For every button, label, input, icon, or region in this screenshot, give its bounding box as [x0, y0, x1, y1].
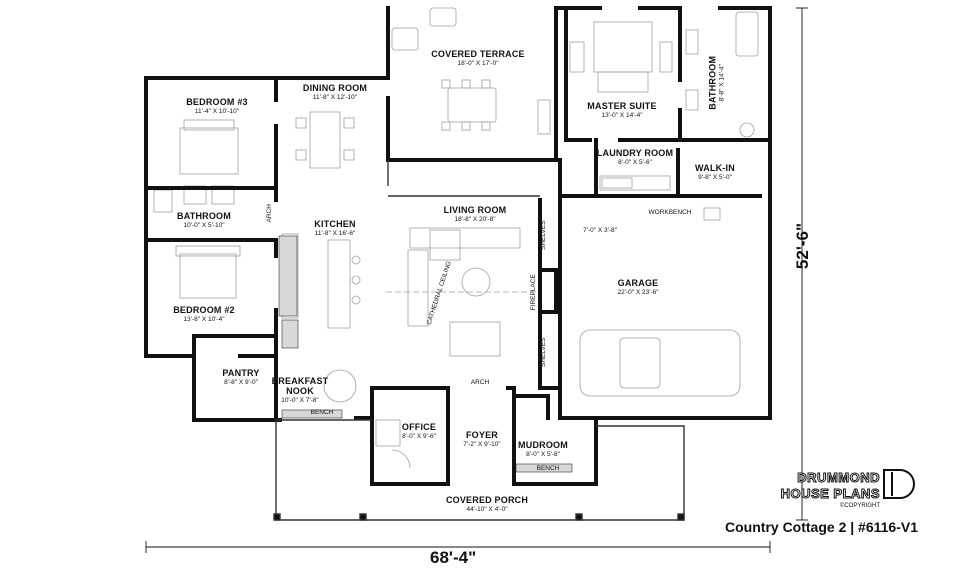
room-foyer: FOYER 7'-2" X 9'-10" — [452, 431, 512, 449]
room-dimension: 44'-10" X 4'-0" — [466, 506, 508, 513]
room-name: COVERED PORCH — [445, 495, 529, 505]
overall-width: 68'-4" — [430, 548, 477, 567]
room-walk-in: WALK-IN 9'-8" X 5'-0" — [682, 164, 748, 182]
closet-dimension: 7'-0" X 3'-8" — [583, 227, 617, 234]
dimension-lines — [145, 7, 808, 553]
room-dimension: 13'-8" X 10'-4" — [183, 316, 225, 323]
fireplace-label: FIREPLACE — [529, 274, 537, 311]
room-dimension: 8'-8" X 14'-4" — [718, 64, 726, 102]
room-bedroom-2: BEDROOM #2 13'-8" X 10'-4" — [164, 306, 244, 324]
room-dimension: 8'-0" X 5'-6" — [618, 159, 652, 166]
room-living: LIVING ROOM 18'-8" X 20'-8" — [430, 206, 520, 224]
room-pantry: PANTRY 8'-8" X 9'-0" — [206, 369, 276, 387]
room-name: LIVING ROOM — [443, 205, 507, 215]
room-name: KITCHEN — [314, 219, 356, 229]
room-dimension: 18'-0" X 17'-0" — [457, 60, 499, 67]
furniture-layer — [153, 7, 759, 469]
room-name-line2: NOOK — [286, 386, 314, 396]
bench-layer — [278, 235, 573, 473]
room-bedroom-3: BEDROOM #3 11'-4" X 10'-10" — [172, 98, 262, 116]
room-covered-porch: COVERED PORCH 44'-10" X 4'-0" — [432, 496, 542, 514]
arch-label-living: ARCH — [470, 379, 490, 386]
shelves-label-bottom: SHELVES — [539, 337, 547, 368]
room-kitchen: KITCHEN 11'-8" X 16'-6" — [300, 220, 370, 238]
room-dimension: 11'-8" X 12'-10" — [312, 94, 358, 101]
room-name: BEDROOM #2 — [173, 305, 235, 315]
arch-label-left: ARCH — [265, 204, 273, 223]
room-name: LAUNDRY ROOM — [596, 148, 674, 158]
room-name: GARAGE — [617, 278, 659, 288]
room-name: MASTER SUITE — [587, 101, 657, 111]
room-mudroom: MUDROOM 8'-0" X 5'-8" — [512, 441, 574, 459]
room-dimension: 8'-0" X 5'-8" — [526, 451, 560, 458]
room-dimension: 7'-2" X 9'-10" — [463, 441, 501, 448]
room-master-bathroom: BATHROOM 8'-8" X 14'-4" — [707, 48, 726, 118]
room-dimension: 13'-0" X 14'-4" — [601, 112, 643, 119]
room-laundry: LAUNDRY ROOM 8'-0" X 5'-6" — [590, 149, 680, 167]
room-dimension: 8'-8" X 9'-0" — [224, 379, 258, 386]
room-name: BATHROOM — [177, 211, 231, 221]
brand-line1: DRUMMOND — [797, 470, 880, 486]
room-master-suite: MASTER SUITE 13'-0" X 14'-4" — [572, 102, 672, 120]
room-dimension: 18'-8" X 20'-8" — [454, 216, 496, 223]
drummond-logo-icon — [883, 469, 915, 499]
room-name: FOYER — [465, 430, 498, 440]
room-name: COVERED TERRACE — [431, 49, 525, 59]
plan-name: Country Cottage 2 | #6116-V1 — [725, 519, 918, 535]
shelves-label-top: SHELVES — [539, 220, 547, 251]
room-garage: GARAGE 22'-0" X 23'-6" — [598, 279, 678, 297]
brand-copyright: ©COPYRIGHT — [839, 503, 880, 509]
room-name: MUDROOM — [518, 440, 568, 450]
room-dining: DINING ROOM 11'-8" X 12'-10" — [290, 84, 380, 102]
room-name: WALK-IN — [695, 163, 735, 173]
room-name: BREAKFAST — [271, 376, 329, 386]
room-name: BATHROOM — [707, 55, 718, 110]
room-name: PANTRY — [222, 368, 260, 378]
room-dimension: 10'-0" X 7'-8" — [281, 397, 319, 404]
brand-line2: HOUSE PLANS — [780, 486, 880, 502]
room-covered-terrace: COVERED TERRACE 18'-0" X 17'-0" — [418, 50, 538, 68]
room-breakfast-nook: BREAKFAST NOOK 10'-0" X 7'-8" — [268, 377, 332, 405]
workbench-label: WORKBENCH — [648, 209, 692, 216]
room-dimension: 9'-8" X 5'-0" — [698, 174, 732, 181]
room-dimension: 8'-0" X 9'-6" — [402, 433, 436, 440]
bench-label-nook: BENCH — [310, 409, 334, 416]
room-name: OFFICE — [401, 422, 437, 432]
room-office: OFFICE 8'-0" X 9'-6" — [386, 423, 452, 441]
porch-lines — [273, 160, 685, 521]
overall-depth: 52'-6" — [793, 222, 813, 270]
room-dimension: 11'-4" X 10'-10" — [194, 108, 240, 115]
room-dimension: 22'-0" X 23'-6" — [617, 289, 659, 296]
room-bathroom: BATHROOM 10'-0" X 5'-10" — [166, 212, 242, 230]
room-name: DINING ROOM — [302, 83, 368, 93]
room-name: BEDROOM #3 — [186, 97, 248, 107]
walls-layer — [144, 6, 772, 486]
room-dimension: 11'-8" X 16'-6" — [314, 230, 356, 237]
bench-label-mudroom: BENCH — [536, 465, 560, 472]
room-dimension: 10'-0" X 5'-10" — [183, 222, 225, 229]
